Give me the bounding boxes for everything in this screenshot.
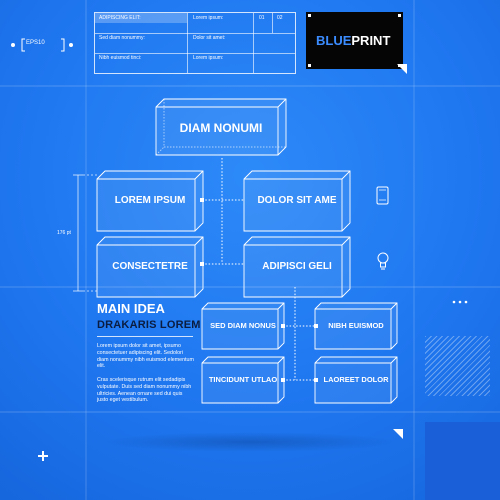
table-cell: ADIPISCING ELIT: — [99, 15, 141, 21]
paragraph-1: Lorem ipsum dolor sit amet, ipsumo conse… — [97, 343, 194, 370]
table-row: Sed diam nonummy: Dolor sit amet: — [95, 33, 295, 54]
title-table: ADIPISCING ELIT: Lorem ipsum: 01 02 Sed … — [94, 12, 296, 74]
node-sub3: TINCIDUNT UTLAO — [201, 356, 285, 404]
node-left1: LOREM IPSUM — [96, 170, 204, 232]
shadow — [100, 432, 400, 452]
ellipsis-icon — [452, 300, 468, 304]
stripe-pattern — [425, 336, 490, 396]
node-label: DOLOR SIT AME — [257, 195, 337, 206]
logo-part-print: PRINT — [351, 33, 391, 48]
logo-part-blue: BLUE — [316, 33, 352, 48]
node-label: TINCIDUNT UTLAO — [208, 375, 278, 384]
plus-icon — [38, 451, 48, 461]
table-cell: Lorem ipsum: — [193, 55, 224, 61]
blueprint-logo: BLUEPRINT — [306, 12, 407, 74]
paragraph-2: Cras scelerisque rutrum elit sedadipis v… — [97, 377, 192, 404]
node-right1: DOLOR SIT AME — [243, 170, 351, 232]
table-cell: Lorem ipsum: — [193, 15, 224, 21]
node-root: DIAM NONUMI — [155, 98, 287, 157]
node-label: LOREM IPSUM — [114, 195, 186, 206]
node-label: CONSECTETRE — [112, 261, 188, 272]
table-cell: 02 — [277, 15, 283, 21]
eps-badge: EPS10 — [26, 40, 45, 46]
main-idea-heading: MAIN IDEA — [97, 301, 165, 316]
table-row: Nibh euismod tinci: Lorem ipsum: — [95, 53, 295, 73]
node-right2: ADIPISCI GELI — [243, 236, 351, 298]
table-cell: 01 — [259, 15, 265, 21]
node-left2: CONSECTETRE — [96, 236, 204, 298]
eps-badge-frame — [11, 38, 73, 52]
phone-icon — [376, 186, 389, 205]
node-label: NIBH EUISMOD — [328, 321, 384, 330]
node-label: LAOREET DOLOR — [323, 375, 389, 384]
node-label: DIAM NONUMI — [179, 121, 263, 135]
node-label: SED DIAM NONUS — [210, 321, 276, 330]
table-cell: Sed diam nonummy: — [99, 35, 145, 41]
node-sub2: NIBH EUISMOD — [314, 302, 398, 350]
table-cell: Nibh euismod tinci: — [99, 55, 142, 61]
node-sub1: SED DIAM NONUS — [201, 302, 285, 350]
table-cell: Dolor sit amet: — [193, 35, 226, 41]
accent-square — [425, 422, 500, 500]
node-sub4: LAOREET DOLOR — [314, 356, 398, 404]
node-label: ADIPISCI GELI — [262, 261, 332, 272]
subtitle: DRAKARIS LOREM — [97, 319, 201, 331]
dimension-label: 176 pt — [57, 230, 71, 236]
table-row: ADIPISCING ELIT: Lorem ipsum: 01 02 — [95, 13, 295, 34]
corner-triangle-icon — [393, 429, 403, 439]
lightbulb-icon — [377, 252, 389, 270]
